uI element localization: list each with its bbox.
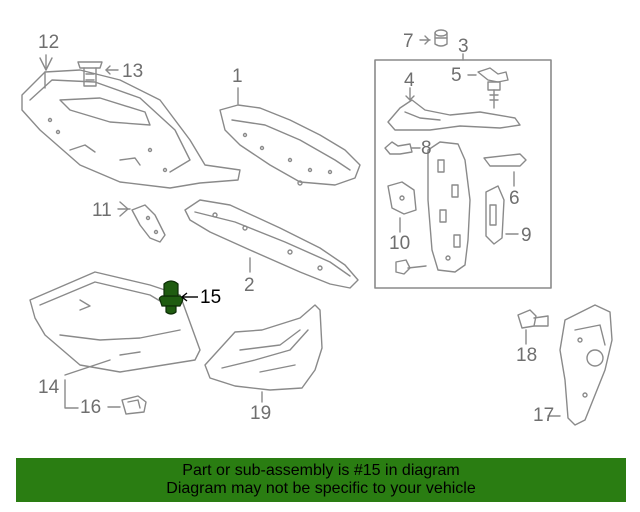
part-7-bushing-shape [419,29,448,47]
callout-6: 6 [509,188,520,209]
callout-17: 17 [533,405,555,426]
callout-3: 3 [458,36,469,57]
callout-7: 7 [403,31,414,52]
part-18-bolt-shape [517,309,549,345]
part-12-under-cover-shape [21,54,241,189]
part-8-clip-shape [384,141,421,155]
callout-1: 1 [232,66,243,87]
part-15-highlighted-clip [158,280,184,315]
callout-10: 10 [389,233,411,254]
callout-16: 16 [80,397,102,418]
callout-4: 4 [404,70,415,91]
part-2-bracket-shape [184,199,359,289]
callout-2: 2 [244,275,255,296]
part-15-leader [180,292,198,302]
part-4-brace-shape [387,87,521,131]
part-16-retainer-shape [107,395,147,415]
callout-8: 8 [421,138,432,159]
callout-14: 14 [38,377,60,398]
part-17-bracket-shape [547,304,613,426]
callout-9: 9 [521,225,532,246]
part-11-bracket-shape [117,204,166,243]
part-13-clip-shape [77,61,119,87]
part-6-bracket-shape [483,153,527,187]
callout-11: 11 [92,200,112,221]
banner-line-1: Part or sub-assembly is #15 in diagram [182,462,460,479]
part-10-bracket-shape [387,181,417,233]
part-10-bolt-shape [395,259,427,275]
part-19-shield-shape [204,304,323,403]
part-9-bracket-shape [485,185,519,245]
callout-13: 13 [122,61,144,82]
part-3-center-bracket-shape [427,141,471,273]
banner-line-2: Diagram may not be specific to your vehi… [166,480,476,497]
part-1-plate-shape [219,87,361,186]
callout-18: 18 [516,345,538,366]
callout-15: 15 [200,287,222,308]
part-5-bracket-shape [467,67,509,83]
info-banner: Part or sub-assembly is #15 in diagram D… [16,458,626,502]
callout-12: 12 [38,32,60,53]
part-3-group-box [374,53,552,289]
callout-5: 5 [451,65,462,86]
part-5-bolt-shape [487,81,501,109]
callout-19: 19 [250,403,272,424]
